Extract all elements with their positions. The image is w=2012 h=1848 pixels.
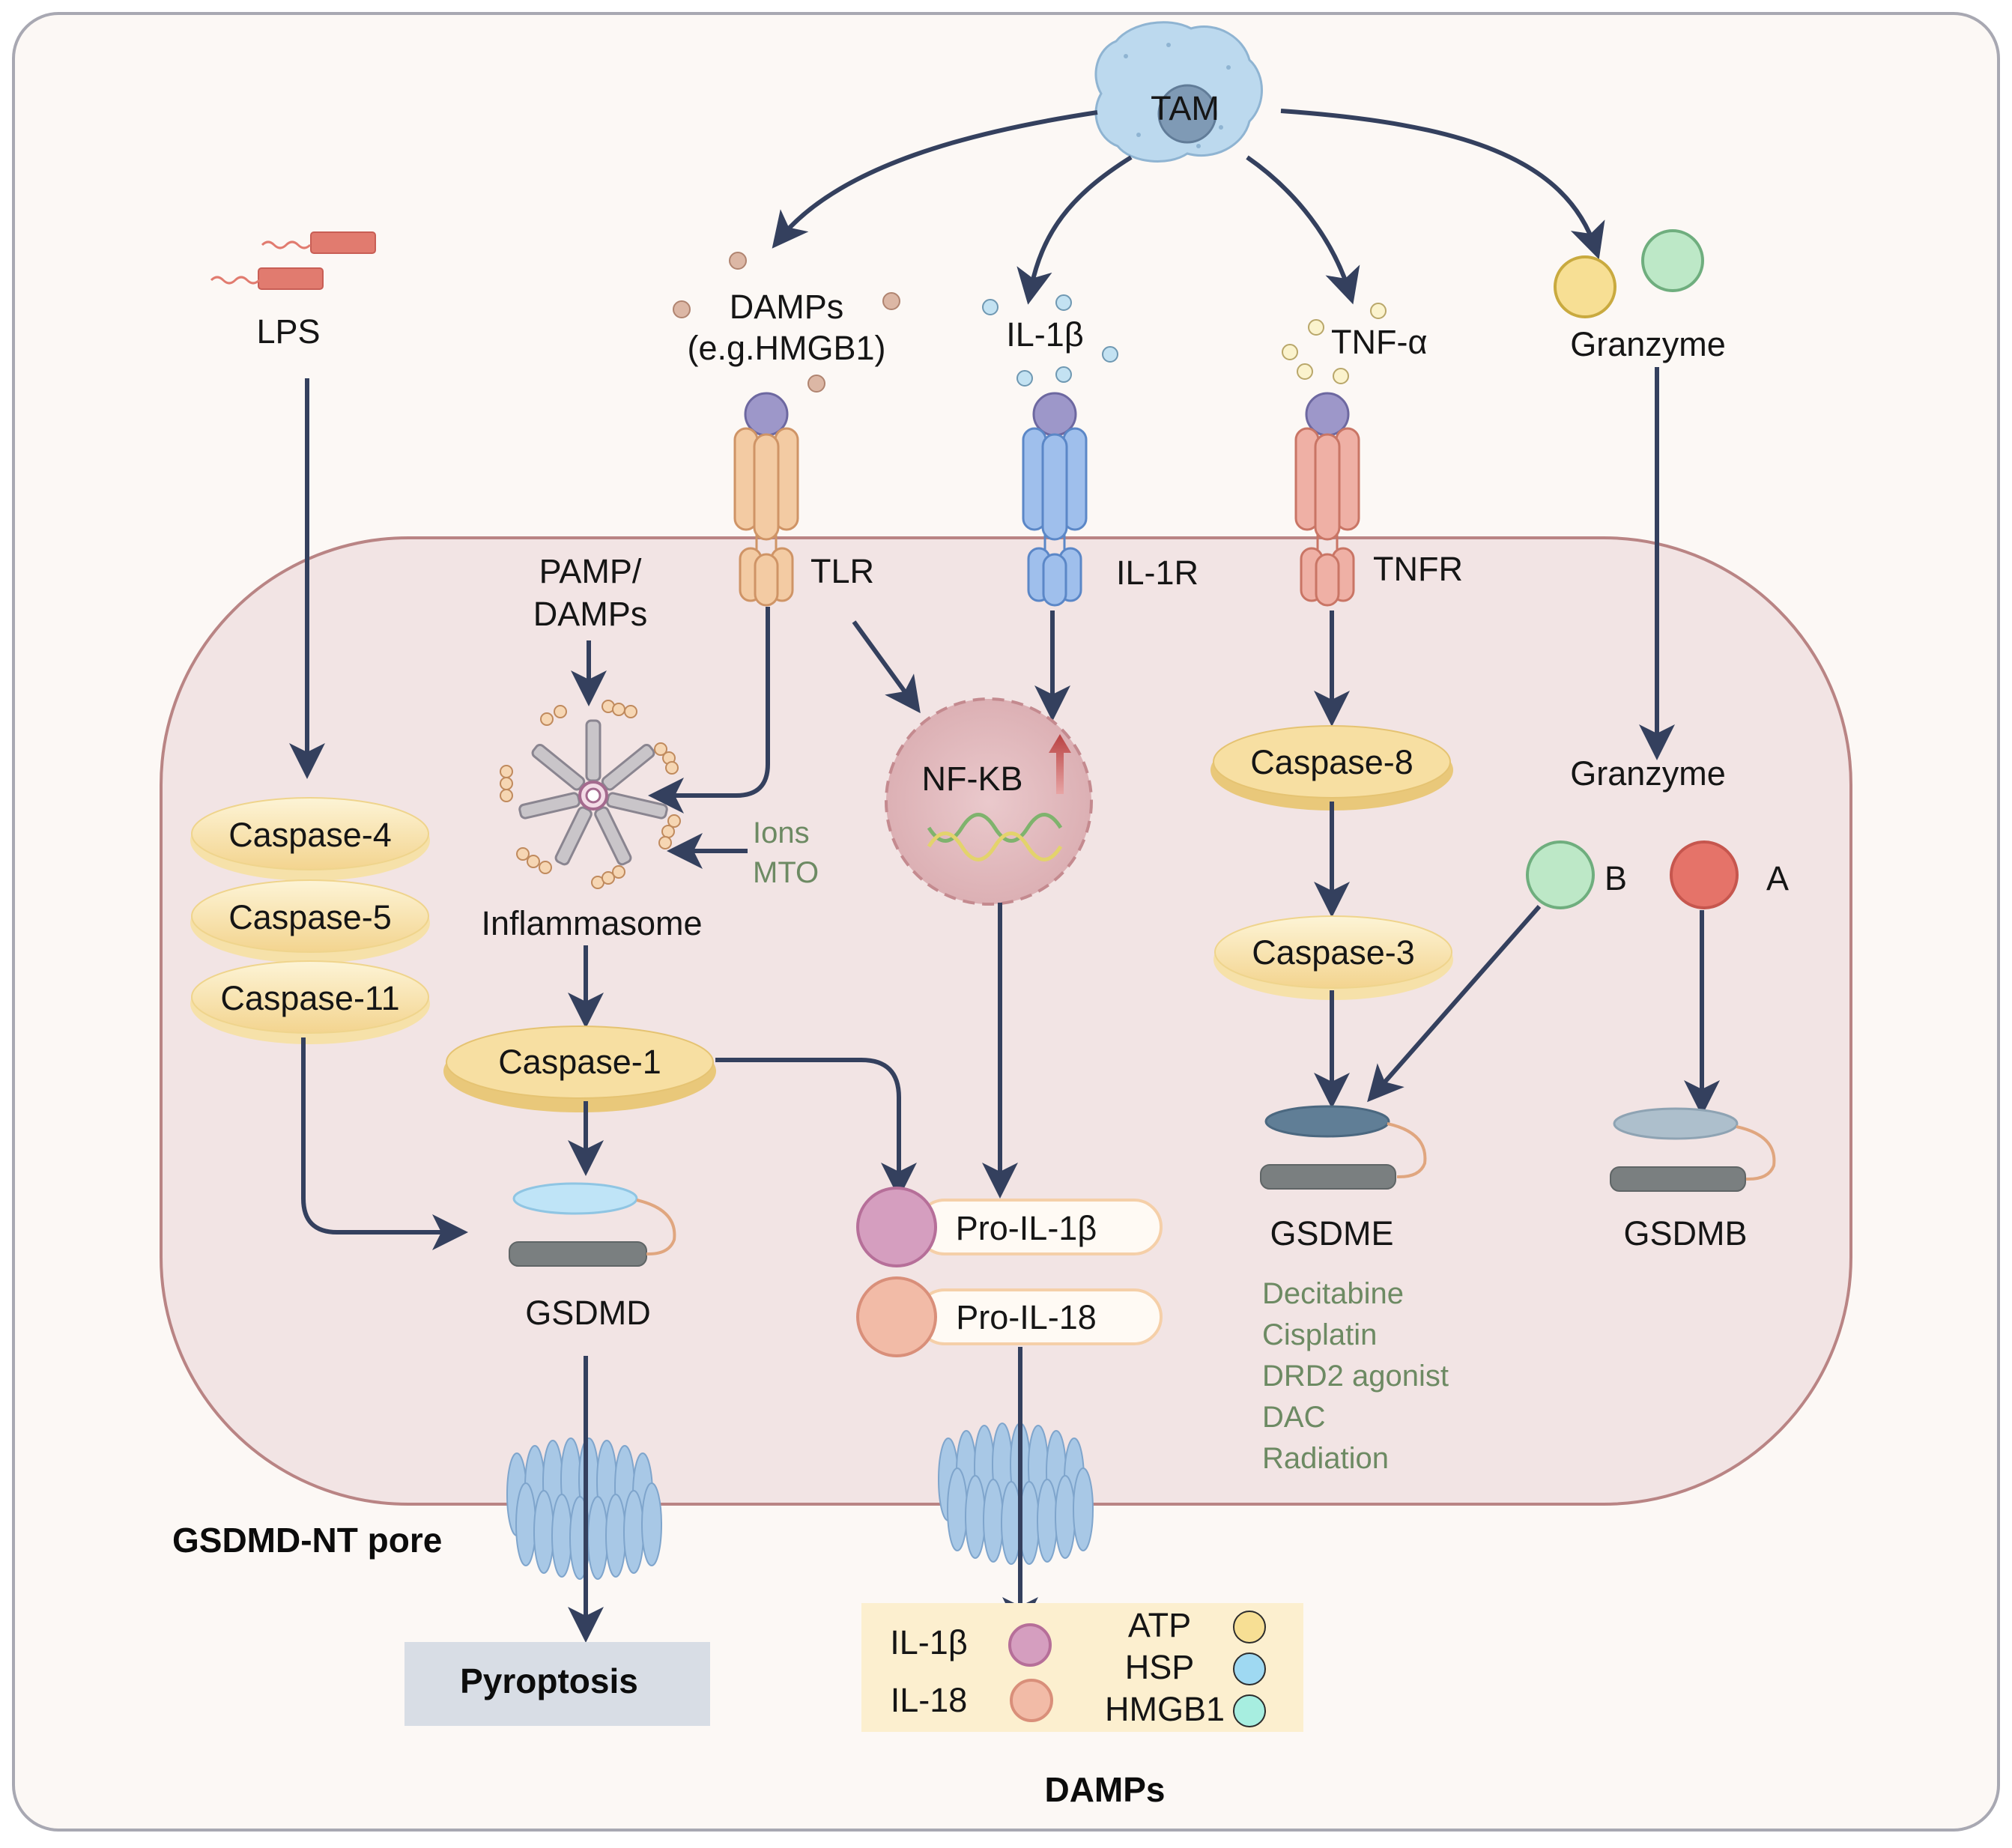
tlr-label: TLR	[810, 552, 874, 590]
caspase-5-label: Caspase-5	[228, 898, 392, 936]
caspase-4: Caspase-4	[190, 797, 430, 881]
arrow-tlr-inflammasome	[648, 607, 770, 814]
arrow-granzymeb-gsdme	[1367, 905, 1542, 1103]
damps-top-label-2: (e.g.HMGB1)	[687, 329, 885, 367]
arrow-tam-tnfa	[1246, 155, 1360, 305]
tlr-receptor	[733, 392, 799, 607]
legend-hmgb1-label: HMGB1	[1105, 1690, 1225, 1728]
pamp-label-2: DAMPs	[533, 595, 648, 633]
arrow-tlr-nfkb	[852, 620, 921, 714]
pro-il18-label: Pro-IL-18	[956, 1298, 1097, 1336]
caspase-3-label: Caspase-3	[1252, 933, 1415, 972]
legend-il18-label: IL-18	[891, 1681, 968, 1719]
tam-cell: TAM	[1094, 21, 1263, 163]
drug-drd2-agonist: DRD2 agonist	[1262, 1360, 1449, 1393]
dna-icon	[927, 813, 1063, 861]
caspase-8-label: Caspase-8	[1250, 743, 1413, 781]
damps-top-label-1: DAMPs	[730, 288, 844, 326]
pro-il1b: Pro-IL-1β	[856, 1187, 1163, 1267]
drug-dac: DAC	[1262, 1401, 1325, 1434]
caspase-8: Caspase-8	[1210, 725, 1453, 811]
il1b-dots	[982, 294, 1118, 387]
caspase-5: Caspase-5	[190, 879, 430, 963]
damp-dots	[673, 252, 900, 393]
tnfa-dots	[1282, 303, 1387, 384]
arrow-tam-granzyme	[1280, 109, 1605, 260]
lps-label: LPS	[256, 312, 320, 351]
gsdme-label: GSDME	[1270, 1214, 1393, 1252]
pore-right	[938, 1423, 1094, 1565]
legend-il1b-dot	[1008, 1623, 1052, 1667]
caspase-11-label: Caspase-11	[220, 979, 399, 1017]
caspase-3: Caspase-3	[1213, 915, 1453, 1000]
nfkb-label: NF-KB	[922, 760, 1023, 798]
legend-hmgb1-dot	[1233, 1694, 1266, 1727]
granzyme-top-label: Granzyme	[1570, 325, 1726, 363]
drug-radiation: Radiation	[1262, 1442, 1389, 1475]
pro-il1b-label: Pro-IL-1β	[956, 1209, 1097, 1247]
granzyme-circle-green	[1641, 229, 1704, 292]
granzyme-circle-yellow	[1554, 255, 1616, 318]
gsdmd-protein	[509, 1182, 676, 1267]
legend-il1b-label: IL-1β	[890, 1623, 967, 1661]
gsdme-protein	[1260, 1105, 1427, 1190]
caspase-4-label: Caspase-4	[228, 816, 392, 854]
granzyme-a-circle	[1670, 840, 1739, 909]
damps-bottom-label: DAMPs	[1044, 1770, 1165, 1809]
gsdmd-nt-pore-label: GSDMD-NT pore	[172, 1521, 442, 1560]
il1r-label: IL-1R	[1116, 554, 1199, 592]
drug-decitabine: Decitabine	[1262, 1277, 1404, 1310]
legend-hsp-dot	[1233, 1652, 1266, 1685]
pamp-label-1: PAMP/	[539, 552, 642, 590]
nfkb-nucleus	[885, 697, 1093, 906]
tnfa-top-label: TNF-α	[1331, 323, 1427, 361]
mto-label: MTO	[753, 856, 819, 889]
il1r-receptor	[1022, 392, 1088, 607]
gsdmd-label: GSDMD	[525, 1294, 651, 1332]
tnfr-receptor	[1294, 392, 1360, 607]
granzyme-b-label: B	[1605, 859, 1627, 897]
upregulation-arrow-icon	[1049, 734, 1071, 794]
tam-label: TAM	[1151, 89, 1219, 127]
legend-atp-dot	[1233, 1611, 1266, 1643]
legend-hsp-label: HSP	[1125, 1648, 1195, 1686]
caspase-1-label: Caspase-1	[498, 1043, 661, 1081]
arrow-caspase1-proil	[715, 1058, 917, 1199]
il1b-top-label: IL-1β	[1006, 315, 1083, 354]
caspase-11: Caspase-11	[190, 960, 430, 1044]
legend-il18-dot	[1010, 1679, 1053, 1722]
tnfr-label: TNFR	[1373, 550, 1463, 588]
ions-label: Ions	[753, 817, 810, 849]
gsdmb-label: GSDMB	[1623, 1214, 1747, 1252]
granzyme-a-label: A	[1766, 859, 1789, 897]
pyroptosis-label: Pyroptosis	[460, 1661, 638, 1700]
arrow-caspases-gsdmd	[301, 1037, 468, 1250]
lps-icon	[210, 231, 376, 290]
caspase-1: Caspase-1	[443, 1026, 716, 1112]
granzyme-b-circle	[1526, 840, 1595, 909]
drug-cisplatin: Cisplatin	[1262, 1318, 1377, 1351]
legend-atp-label: ATP	[1128, 1606, 1191, 1644]
pro-il18: Pro-IL-18	[856, 1276, 1163, 1357]
arrow-tam-il1b	[1016, 155, 1133, 305]
gsdmb-protein	[1610, 1107, 1776, 1192]
inflammasome-label: Inflammasome	[481, 904, 702, 942]
arrow-tam-damps	[772, 110, 1098, 249]
damps-legend: IL-1β IL-18 ATP HSP HMGB1	[861, 1603, 1303, 1732]
pyroptosis-box	[404, 1642, 710, 1726]
granzyme-in-label: Granzyme	[1570, 754, 1726, 793]
